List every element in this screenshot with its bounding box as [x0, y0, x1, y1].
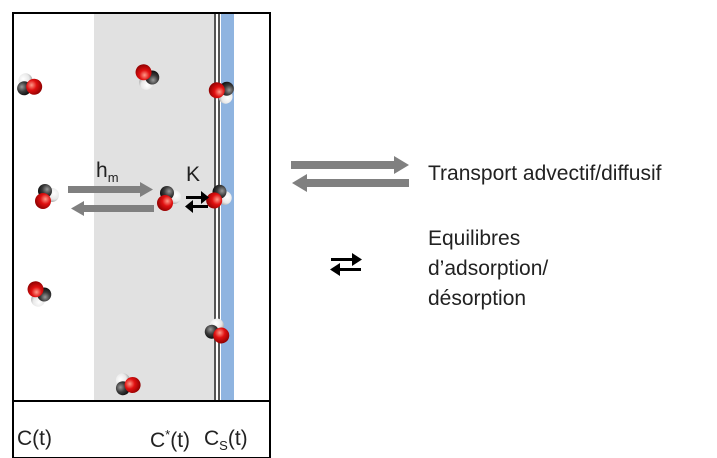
surface-s: S	[219, 438, 228, 454]
molecule	[35, 184, 59, 209]
interface-t: (t)	[170, 429, 191, 452]
legend-equilibrium-line: d’adsorption/	[428, 257, 549, 280]
legend-equilibrium-label: Equilibres d’adsorption/ désorption	[428, 224, 548, 314]
legend-transport-label: Transport advectif/diffusif	[428, 162, 662, 185]
molecule	[22, 278, 55, 311]
hm-letter: h	[96, 159, 108, 182]
surface-concentration-label: CS(t)	[204, 428, 248, 452]
legend-transport-arrows	[291, 156, 409, 192]
legend-equilibrium-line: désorption	[428, 287, 527, 310]
hm-label: hm	[96, 160, 119, 184]
domain-frame	[12, 12, 271, 458]
adsorbing-surface	[221, 13, 234, 400]
interface-c: C	[150, 429, 166, 452]
bulk-concentration-label: C(t)	[17, 427, 52, 450]
k-label: K	[186, 163, 201, 186]
interface-star: *	[165, 427, 171, 442]
interface-concentration-label: C*(t)	[150, 428, 190, 451]
legend-equilibrium-icon	[330, 253, 362, 276]
legend-equilibrium-line: Equilibres	[428, 227, 521, 250]
hm-subscript: m	[107, 170, 119, 186]
surface-t: (t)	[227, 427, 248, 450]
surface-c: C	[204, 427, 220, 450]
equilibrium-arrows	[185, 191, 209, 213]
transport-arrow-pair	[68, 182, 154, 216]
molecule	[12, 68, 45, 101]
